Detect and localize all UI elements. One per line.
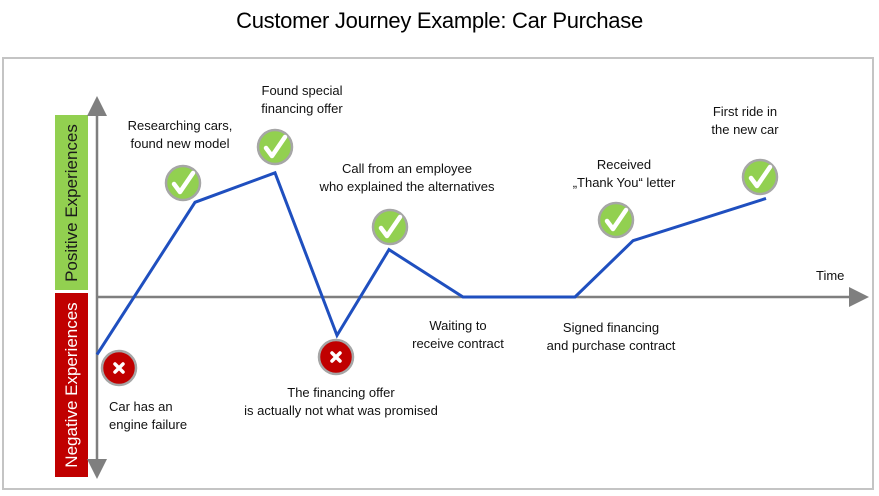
- check-icon: [597, 201, 635, 239]
- journey-step-label-line: is actually not what was promised: [244, 403, 438, 418]
- journey-step-label-line: Call from an employee: [341, 161, 473, 176]
- check-icon: [256, 128, 294, 166]
- negative-experiences-band: Negative Experiences: [55, 293, 88, 477]
- journey-step-label-line: Waiting to: [429, 318, 487, 333]
- positive-experiences-band: Positive Experiences: [55, 115, 88, 290]
- journey-step-label: Car has an engine failure: [109, 398, 187, 434]
- journey-step-label-line: and purchase contract: [546, 338, 676, 353]
- journey-step-label: Researching cars, found new model: [128, 117, 233, 153]
- x-icon: [317, 338, 355, 376]
- journey-step-label: Received „Thank You“ letter: [573, 156, 676, 192]
- check-icon: [371, 208, 409, 246]
- journey-step-label-line: The financing offer: [287, 385, 395, 400]
- journey-step-label-line: found new model: [130, 136, 230, 151]
- check-icon: [164, 164, 202, 202]
- journey-step-label: Signed financing and purchase contract: [547, 319, 676, 355]
- journey-step-label-line: who explained the alternatives: [319, 179, 495, 194]
- journey-step-label-line: Researching cars,: [127, 118, 233, 133]
- diagram-frame: [2, 57, 874, 490]
- journey-step-label: Found special financing offer: [261, 82, 342, 118]
- journey-step-label-line: financing offer: [261, 101, 343, 116]
- diagram-title: Customer Journey Example: Car Purchase: [236, 8, 643, 33]
- journey-step-label: Call from an employee who explained the a…: [320, 160, 495, 196]
- journey-step-label-line: „Thank You“ letter: [572, 175, 676, 190]
- journey-step-label: Waiting to receive contract: [412, 317, 504, 353]
- journey-step-label-line: Signed financing: [562, 320, 660, 335]
- journey-step-label: The financing offer is actually not what …: [244, 384, 438, 420]
- x-axis-label: Time: [816, 268, 845, 283]
- journey-step-label-line: Found special: [261, 83, 343, 98]
- journey-step-label-line: Received: [596, 157, 652, 172]
- journey-step-label-line: the new car: [711, 122, 779, 137]
- journey-line: [95, 170, 767, 356]
- journey-step-label-line: receive contract: [412, 336, 504, 351]
- journey-step-label-line: engine failure: [109, 417, 188, 432]
- journey-step-label-line: Car has an: [109, 399, 173, 414]
- journey-step-label: First ride in the new car: [711, 103, 778, 139]
- x-icon: [100, 349, 138, 387]
- journey-step-label-line: First ride in: [712, 104, 778, 119]
- check-icon: [741, 158, 779, 196]
